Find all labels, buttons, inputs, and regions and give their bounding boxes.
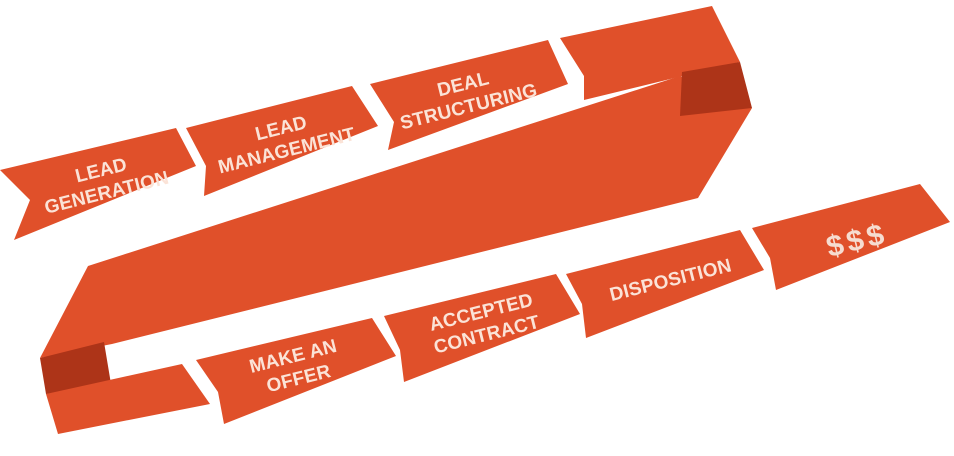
segment-money (752, 184, 950, 290)
fold-top-right (680, 62, 752, 116)
segment-lead-generation (0, 128, 196, 240)
segment-lead-management (186, 86, 378, 196)
segment-upper-end (560, 6, 740, 100)
segment-disposition (566, 230, 764, 338)
segment-lower-start (46, 364, 210, 434)
segment-make-an-offer (196, 318, 396, 424)
diagonal-band (40, 76, 752, 358)
segment-accepted-contract (384, 274, 580, 382)
segment-deal-structuring (370, 40, 568, 150)
fold-bottom-left (40, 342, 112, 394)
